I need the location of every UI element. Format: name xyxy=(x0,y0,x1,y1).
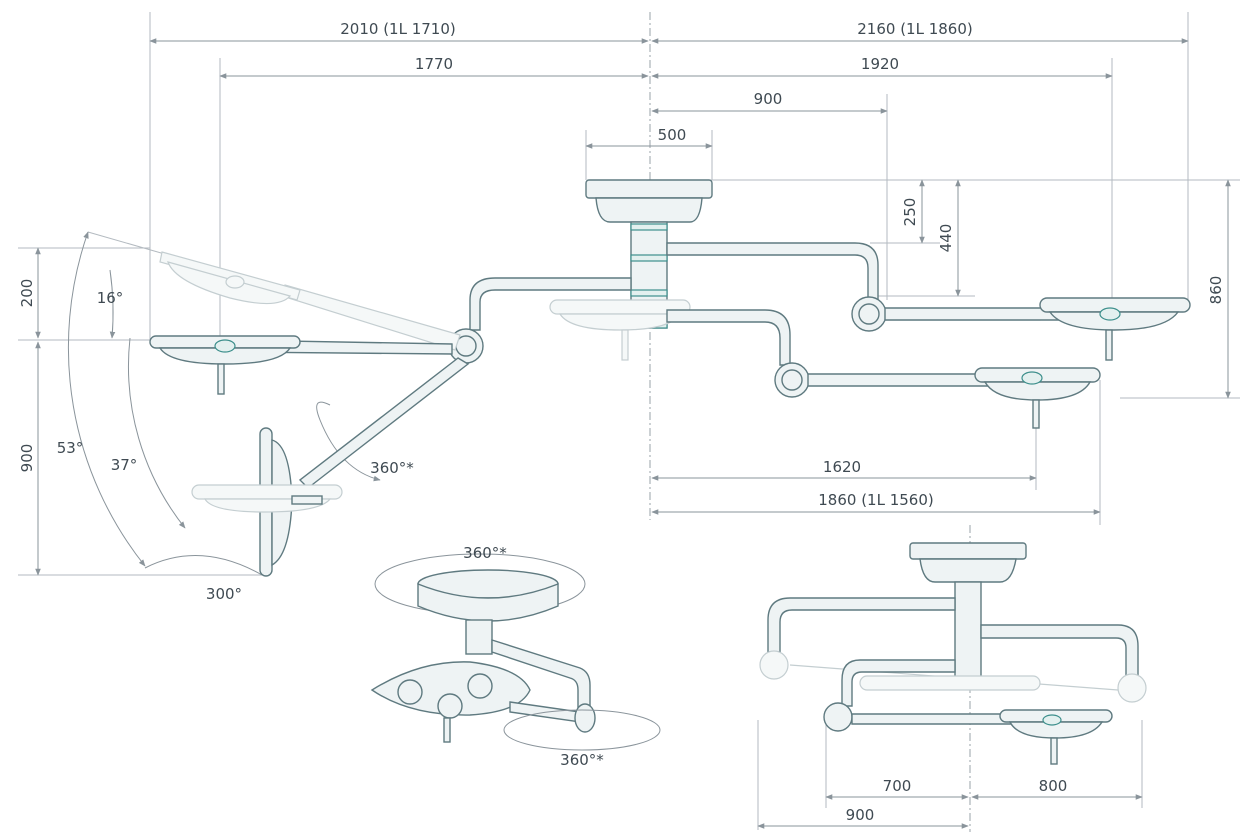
right-upper-light-head xyxy=(1039,297,1191,361)
front-elevation-view xyxy=(759,542,1147,765)
right-lower-light-head xyxy=(974,367,1101,429)
left-light-head-tilted-up xyxy=(159,251,301,305)
left-light-head-horizontal xyxy=(149,335,301,395)
dim-left-arm-reach: 1770 xyxy=(415,55,453,73)
dim-bottom-800: 800 xyxy=(1039,777,1068,795)
ghost-light-head-center xyxy=(549,299,691,361)
dim-right-arm-reach: 1920 xyxy=(861,55,899,73)
dim-vertical-860: 860 xyxy=(1207,276,1225,305)
dim-left-vertical-200: 200 xyxy=(18,279,36,308)
dim-vertical-250: 250 xyxy=(901,198,919,227)
angle-300: 300° xyxy=(206,585,242,603)
perspective-view xyxy=(370,553,661,751)
dim-bottom-700: 700 xyxy=(883,777,912,795)
right-upper-arm xyxy=(666,242,1101,332)
dimension-arrows xyxy=(35,38,1231,829)
dim-left-vertical-900: 900 xyxy=(18,444,36,473)
dim-right-inner-reach: 900 xyxy=(754,90,783,108)
arm-rotation-label: 360°* xyxy=(370,459,414,477)
angle-16: 16° xyxy=(97,289,124,307)
angle-labels: 16° 53° 37° 300° 360°* 360°* 360°* xyxy=(57,289,605,769)
dimension-labels: 2010 (1L 1710) 2160 (1L 1860) 1770 1920 … xyxy=(18,20,1225,824)
head-rotation-label: 360°* xyxy=(560,751,604,769)
dim-top-left-overall: 2010 (1L 1710) xyxy=(340,20,456,38)
angle-arcs xyxy=(67,231,381,576)
angle-53: 53° xyxy=(57,439,84,457)
angle-37: 37° xyxy=(111,456,138,474)
dim-canopy-width: 500 xyxy=(658,126,687,144)
dim-vertical-440: 440 xyxy=(937,224,955,253)
canopy-rotation-label: 360°* xyxy=(463,544,507,562)
left-light-head-vertical xyxy=(191,427,343,577)
extension-lines xyxy=(18,12,1240,832)
dim-bottom-900: 900 xyxy=(846,806,875,824)
dim-lower-reach-1860: 1860 (1L 1560) xyxy=(818,491,934,509)
dim-lower-reach-1620: 1620 xyxy=(823,458,861,476)
dim-top-right-overall: 2160 (1L 1860) xyxy=(857,20,973,38)
right-lower-arm xyxy=(666,309,1001,398)
